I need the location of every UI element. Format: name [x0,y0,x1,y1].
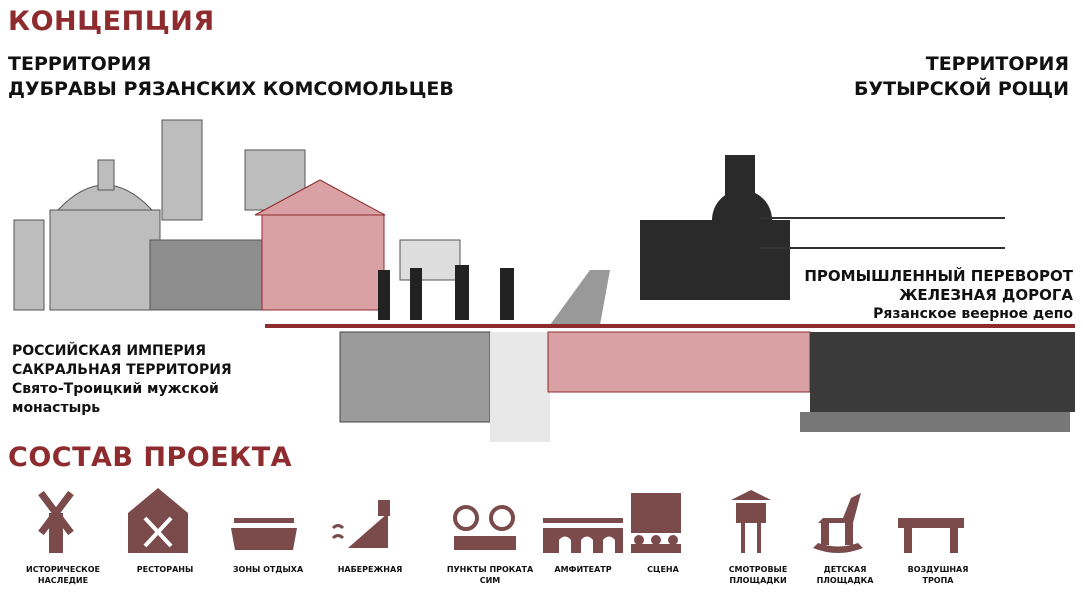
windmill-icon [38,490,74,553]
project-item-label: ИСТОРИЧЕСКОЕ НАСЛЕДИЕ [26,565,100,585]
concept-title: КОНЦЕПЦИЯ [8,6,215,37]
project-item-label: ДЕТСКАЯ ПЛОЩАДКА [816,565,874,585]
project-item: СЦЕНА [618,488,708,575]
project-item-label: СМОТРОВЫЕ ПЛОЩАДКИ [728,565,788,585]
amphitheater-icon [543,518,623,553]
project-item: ДЕТСКАЯ ПЛОЩАДКА [800,488,890,586]
project-item-label: АМФИТЕАТР [554,565,612,574]
left-caption: РОССИЙСКАЯ ИМПЕРИЯ САКРАЛЬНАЯ ТЕРРИТОРИЯ… [12,342,232,418]
right-caption-line: Рязанское веерное депо [873,306,1073,322]
left-territory-line: ДУБРАВЫ РЯЗАНСКИХ КОМСОМОЛЬЦЕВ [8,78,454,100]
left-territory-title: ТЕРРИТОРИЯ ДУБРАВЫ РЯЗАНСКИХ КОМСОМОЛЬЦЕ… [8,52,454,102]
left-territory-line: ТЕРРИТОРИЯ [8,53,152,75]
restaurant-icon [128,488,188,553]
embankment-icon [331,500,390,548]
project-item: ИСТОРИЧЕСКОЕ НАСЛЕДИЕ [18,488,108,586]
project-item-label: НАБЕРЕЖНАЯ [337,565,403,574]
right-territory-line: БУТЫРСКОЙ РОЩИ [853,78,1069,100]
left-caption-line: САКРАЛЬНАЯ ТЕРРИТОРИЯ [12,362,232,378]
bridge-icon [898,518,964,553]
right-territory-title: ТЕРРИТОРИЯ БУТЫРСКОЙ РОЩИ [854,52,1069,102]
left-caption-line: РОССИЙСКАЯ ИМПЕРИЯ [12,343,207,359]
left-caption-line: Свято-Троицкий мужской [12,381,219,397]
lookout-icon [731,490,771,553]
left-caption-line: монастырь [12,400,101,416]
project-item: НАБЕРЕЖНАЯ [325,488,415,575]
project-item: АМФИТЕАТР [538,488,628,575]
composition-title: СОСТАВ ПРОЕКТА [8,442,293,473]
historical-collage [13,119,1075,442]
project-item-label: СЦЕНА [647,565,679,574]
project-item: ВОЗДУШНАЯ ТРОПА [893,488,983,586]
project-item: СМОТРОВЫЕ ПЛОЩАДКИ [713,488,803,586]
right-caption-line: ПРОМЫШЛЕННЫЙ ПЕРЕВОРОТ [804,267,1073,285]
right-caption-line: ЖЕЛЕЗНАЯ ДОРОГА [899,286,1073,304]
right-caption: ПРОМЫШЛЕННЫЙ ПЕРЕВОРОТ ЖЕЛЕЗНАЯ ДОРОГА Р… [804,267,1073,324]
project-item: РЕСТОРАНЫ [120,488,210,575]
stage-icon [631,493,681,553]
canopy-icon [231,518,297,550]
rocking-horse-icon [813,493,863,553]
project-item-label: РЕСТОРАНЫ [136,565,194,574]
right-territory-line: ТЕРРИТОРИЯ [925,53,1069,75]
project-item-label: ЗОНЫ ОТДЫХА [232,565,304,574]
bicycle-icon [453,505,516,550]
project-item: ПУНКТЫ ПРОКАТА СИМ [445,488,535,586]
project-item-label: ПУНКТЫ ПРОКАТА СИМ [446,565,534,585]
project-item: ЗОНЫ ОТДЫХА [223,488,313,575]
project-item-label: ВОЗДУШНАЯ ТРОПА [907,565,969,585]
